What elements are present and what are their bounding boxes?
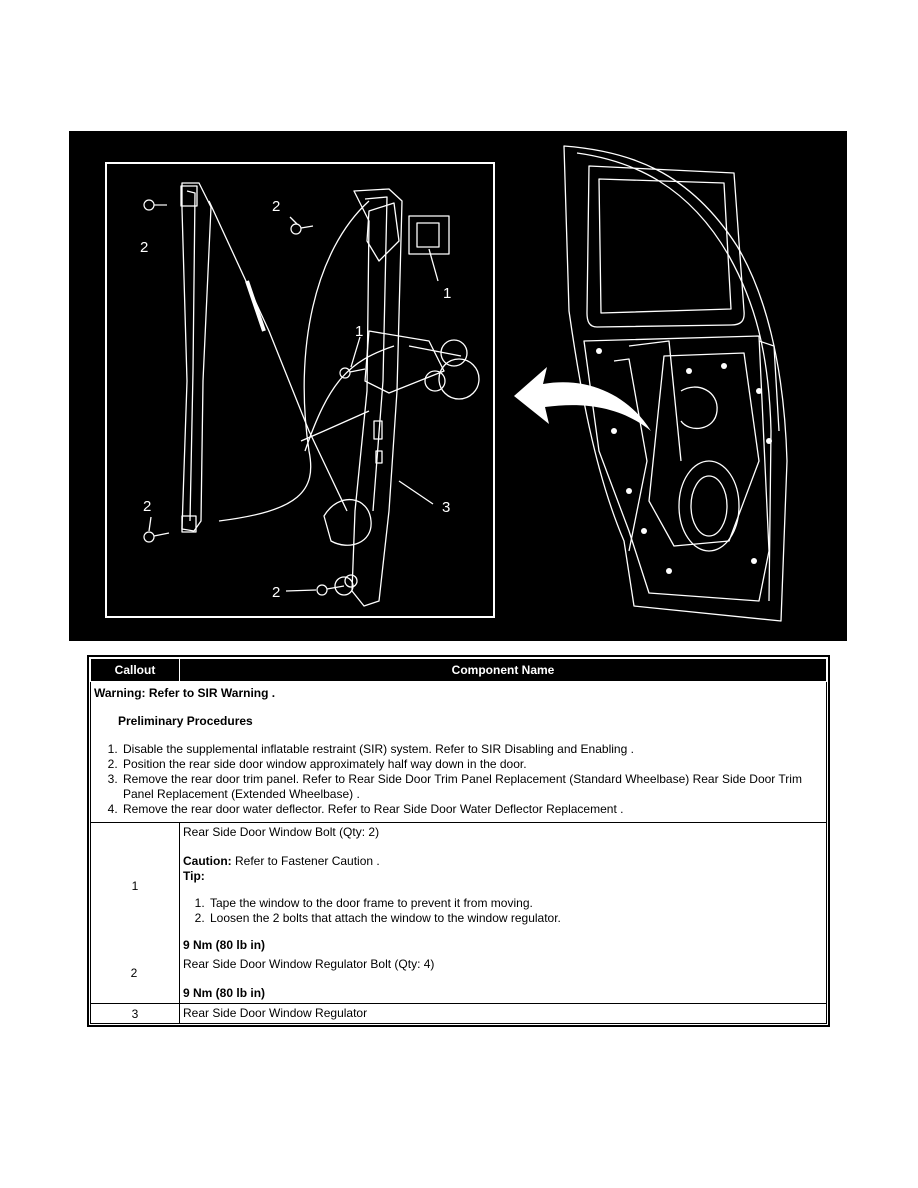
component-table-wrapper: Callout Component Name Warning: Refer to…: [87, 655, 830, 1027]
caution-label: Caution:: [183, 854, 232, 868]
preliminary-step: Position the rear side door window appro…: [121, 757, 823, 772]
callout-cell-3: 3: [90, 1003, 180, 1024]
torque-spec: 9 Nm (80 lb in): [183, 986, 266, 1000]
tip-step: Tape the window to the door frame to pre…: [208, 896, 823, 911]
preliminary-step: Remove the rear door water deflector. Re…: [121, 802, 823, 817]
preliminary-cell: Warning: Refer to SIR Warning . Prelimin…: [90, 681, 827, 823]
tip-steps: Tape the window to the door frame to pre…: [183, 896, 823, 926]
callout-2-top-right: 2: [272, 198, 280, 215]
component-name-header: Component Name: [179, 658, 827, 682]
callout-2-top-left: 2: [140, 239, 148, 256]
callout-1-middle: 1: [355, 323, 363, 340]
callout-2-label: 2: [130, 966, 138, 980]
preliminary-step: Disable the supplemental inflatable rest…: [121, 742, 823, 757]
torque-spec: 9 Nm (80 lb in): [183, 938, 266, 952]
callout-2-bottom: 2: [272, 584, 280, 601]
sir-warning: Warning: Refer to SIR Warning .: [94, 686, 276, 700]
regulator-illustration: 2 2 1 1 3 2 2: [69, 131, 847, 641]
inset-frame: [105, 162, 495, 618]
preliminary-row: Warning: Refer to SIR Warning . Prelimin…: [90, 681, 827, 823]
component-cell-1: Rear Side Door Window Bolt (Qty: 2) Caut…: [179, 822, 827, 955]
table-row-callout-3: 3 Rear Side Door Window Regulator: [90, 1003, 827, 1024]
component-cell-2: Rear Side Door Window Regulator Bolt (Qt…: [179, 955, 827, 1004]
callout-value: 1: [131, 879, 139, 893]
component-cell-3: Rear Side Door Window Regulator: [179, 1003, 827, 1024]
callout-3: 3: [442, 499, 450, 516]
component-name: Rear Side Door Window Regulator Bolt (Qt…: [183, 957, 435, 971]
tip-step: Loosen the 2 bolts that attach the windo…: [208, 911, 823, 926]
preliminary-step: Remove the rear door trim panel. Refer t…: [121, 772, 823, 802]
callout-header: Callout: [90, 658, 180, 682]
callout-1-upper: 1: [443, 285, 451, 302]
callout-value: 3: [131, 1006, 139, 1021]
table-row-callout-1: 1 Rear Side Door Window Bolt (Qty: 2) Ca…: [90, 822, 827, 1004]
door-outline: [563, 145, 788, 622]
door-holes: [596, 348, 772, 574]
component-name: Rear Side Door Window Regulator: [183, 1006, 368, 1020]
component-name: Rear Side Door Window Bolt (Qty: 2): [183, 825, 380, 839]
component-table: Callout Component Name Warning: Refer to…: [87, 655, 830, 1027]
preliminary-procedures-title: Preliminary Procedures: [118, 714, 253, 728]
table-header-row: Callout Component Name: [90, 658, 827, 682]
tip-label: Tip:: [183, 869, 205, 883]
table-row-callout-2: Rear Side Door Window Regulator Bolt (Qt…: [91, 955, 827, 1004]
direction-arrow: [514, 367, 651, 431]
illustration-drawing: 2 2 1 1 3 2 2: [105, 145, 788, 622]
caution-line: Caution: Refer to Fastener Caution .: [183, 854, 823, 869]
caution-text: Refer to Fastener Caution .: [235, 854, 380, 868]
regulator-parts: [143, 182, 480, 607]
callout-2-bottom-left: 2: [143, 498, 151, 515]
preliminary-steps: Disable the supplemental inflatable rest…: [94, 742, 823, 817]
